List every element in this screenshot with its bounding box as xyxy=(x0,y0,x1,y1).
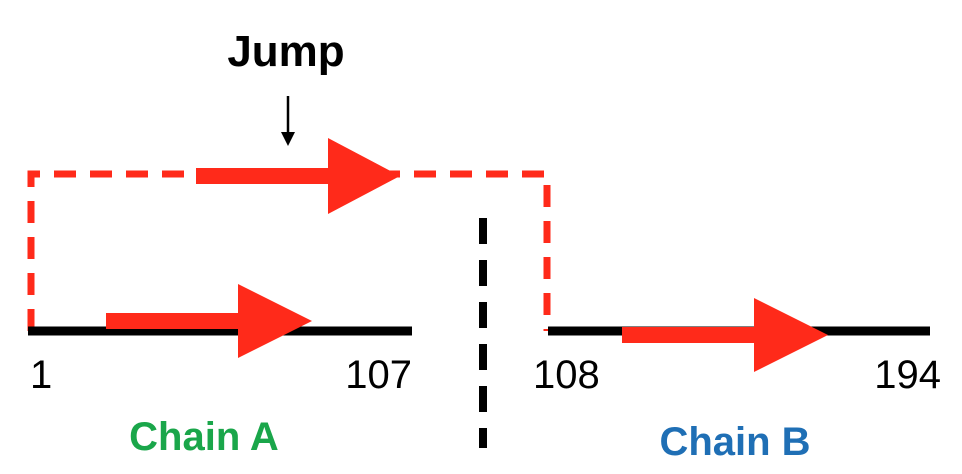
jump-path-dashed xyxy=(27,170,551,331)
chain-a-label: Chain A xyxy=(129,415,279,459)
chain-a-start-number: 1 xyxy=(30,353,52,397)
top-direction-arrow-icon xyxy=(196,138,400,214)
chain-b-end-number: 194 xyxy=(874,353,941,397)
jump-label: Jump xyxy=(227,27,344,76)
chain-a-direction-arrow-icon xyxy=(106,284,312,358)
chain-b-direction-arrow-icon xyxy=(622,298,828,372)
chain-b-start-number: 108 xyxy=(533,353,600,397)
chain-a-end-number: 107 xyxy=(345,353,412,397)
jump-pointer-arrow-icon xyxy=(281,96,295,146)
chain-b-label: Chain B xyxy=(659,420,810,464)
